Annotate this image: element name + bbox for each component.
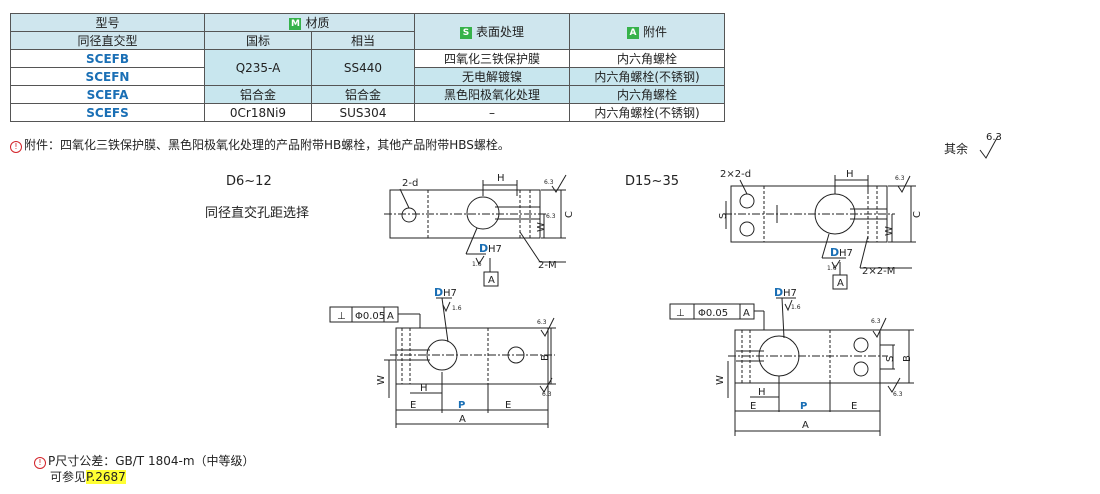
- right-label-H: H: [846, 169, 854, 180]
- right-side-label-W: W: [715, 375, 726, 385]
- row-code: SCEFN: [10, 67, 205, 86]
- right-label-S2: S: [885, 356, 896, 362]
- left-tolerance: Φ0.05: [355, 311, 385, 322]
- right-side-label-H7: H7: [783, 288, 797, 299]
- row-code: SCEFS: [10, 103, 205, 122]
- left-range-title: D6~12: [226, 174, 272, 189]
- left-label-2M: 2-M: [538, 260, 557, 271]
- right-side-view: [669, 297, 914, 436]
- right-side-label-16: 1.6: [791, 304, 801, 311]
- left-side-label-D: D: [434, 286, 443, 299]
- row-accessory: 内六角螺栓(不锈钢): [569, 103, 725, 122]
- left-roughness-side: 6.3: [546, 213, 556, 220]
- right-label-E1: E: [750, 401, 756, 412]
- left-label-A: A: [459, 414, 466, 425]
- left-side-label-16: 1.6: [452, 305, 462, 312]
- left-label-16: 1.6: [472, 261, 482, 268]
- roughness-symbol: [979, 135, 999, 159]
- left-label-W: W: [536, 222, 547, 232]
- warning-icon: !: [10, 141, 22, 153]
- right-label-B: B: [902, 355, 913, 362]
- accessory-note: !附件：四氧化三铁保护膜、黑色阳极氧化处理的产品附带HB螺栓，其他产品附带HBS…: [10, 136, 510, 153]
- left-label-A-box: A: [488, 275, 495, 286]
- roughness-rest: 其余: [944, 142, 969, 156]
- right-perp-symbol: ⊥: [676, 308, 685, 319]
- th-gb: 国标: [204, 31, 312, 50]
- right-label-E2: E: [851, 401, 857, 412]
- left-side-roughness-b: 6.3: [542, 391, 552, 398]
- right-range-title: D15~35: [625, 174, 679, 189]
- reference-page-link[interactable]: P.2687: [86, 470, 126, 484]
- left-label-E2: E: [505, 400, 511, 411]
- row-gb: 0Cr18Ni9: [204, 103, 312, 122]
- left-label-C: C: [564, 211, 575, 218]
- th-equiv: 相当: [311, 31, 415, 50]
- right-label-P: P: [800, 401, 807, 412]
- left-side-label-W: W: [376, 375, 387, 385]
- reference-note-text: 可参见: [50, 470, 87, 484]
- material-badge: M: [289, 18, 302, 30]
- row-accessory: 内六角螺栓: [569, 85, 725, 104]
- row-equiv: SUS304: [311, 103, 415, 122]
- right-side-label-D: D: [774, 286, 783, 299]
- warning-icon: !: [34, 457, 46, 469]
- right-label-2x2d: 2×2-d: [720, 169, 751, 180]
- accessory-badge: A: [626, 27, 639, 39]
- right-datum-A: A: [743, 308, 750, 319]
- left-label-H7: H7: [488, 244, 502, 255]
- left-label-E1: E: [410, 400, 416, 411]
- left-perp-symbol: ⊥: [337, 311, 346, 322]
- right-label-A-box: A: [837, 278, 844, 289]
- right-tolerance: Φ0.05: [698, 308, 728, 319]
- th-accessory-label: 附件: [642, 25, 667, 39]
- reference-note: 可参见P.2687: [50, 468, 126, 485]
- left-label-P: P: [458, 400, 465, 411]
- right-top-view: [724, 175, 916, 290]
- right-label-16: 1.6: [827, 265, 837, 272]
- surface-badge: S: [459, 27, 472, 39]
- right-side-roughness: 6.3: [871, 318, 881, 325]
- left-roughness-top: 6.3: [544, 179, 554, 186]
- roughness-value: 6.3: [986, 132, 1002, 143]
- left-side-view: [329, 297, 556, 428]
- right-roughness-top: 6.3: [895, 175, 905, 182]
- left-side-label-H: H: [420, 383, 428, 394]
- row-surface: 黑色阳极氧化处理: [414, 85, 570, 104]
- right-side-label-H: H: [758, 387, 766, 398]
- row-equiv: SS440: [311, 49, 415, 86]
- right-label-A: A: [802, 420, 809, 431]
- row-accessory: 内六角螺栓(不锈钢): [569, 67, 725, 86]
- left-top-view: [384, 174, 567, 287]
- left-side-label-H7: H7: [443, 288, 457, 299]
- th-material-label: 材质: [305, 16, 330, 30]
- right-label-D: D: [830, 246, 839, 259]
- left-label-B: B: [540, 354, 551, 361]
- tolerance-note: !P尺寸公差：GB/T 1804-m（中等级）: [34, 452, 255, 469]
- right-label-H7: H7: [839, 248, 853, 259]
- right-side-roughness-b: 6.3: [893, 391, 903, 398]
- left-datum-A: A: [387, 311, 394, 322]
- left-label-D: D: [479, 242, 488, 255]
- left-subtitle: 同径直交孔距选择: [205, 206, 310, 221]
- tolerance-note-text: P尺寸公差：GB/T 1804-m（中等级）: [48, 454, 255, 468]
- right-label-S: S: [718, 213, 729, 219]
- right-label-2x2M: 2×2-M: [862, 266, 895, 277]
- right-label-W: W: [884, 226, 895, 236]
- left-label-2d: 2-d: [402, 178, 418, 189]
- th-model: 型号: [10, 13, 205, 32]
- left-side-roughness: 6.3: [537, 319, 547, 326]
- accessory-note-text: 附件：四氧化三铁保护膜、黑色阳极氧化处理的产品附带HB螺栓，其他产品附带HBS螺…: [24, 138, 510, 152]
- left-label-H: H: [497, 173, 505, 184]
- th-surface-label: 表面处理: [475, 25, 524, 39]
- right-label-C: C: [912, 211, 923, 218]
